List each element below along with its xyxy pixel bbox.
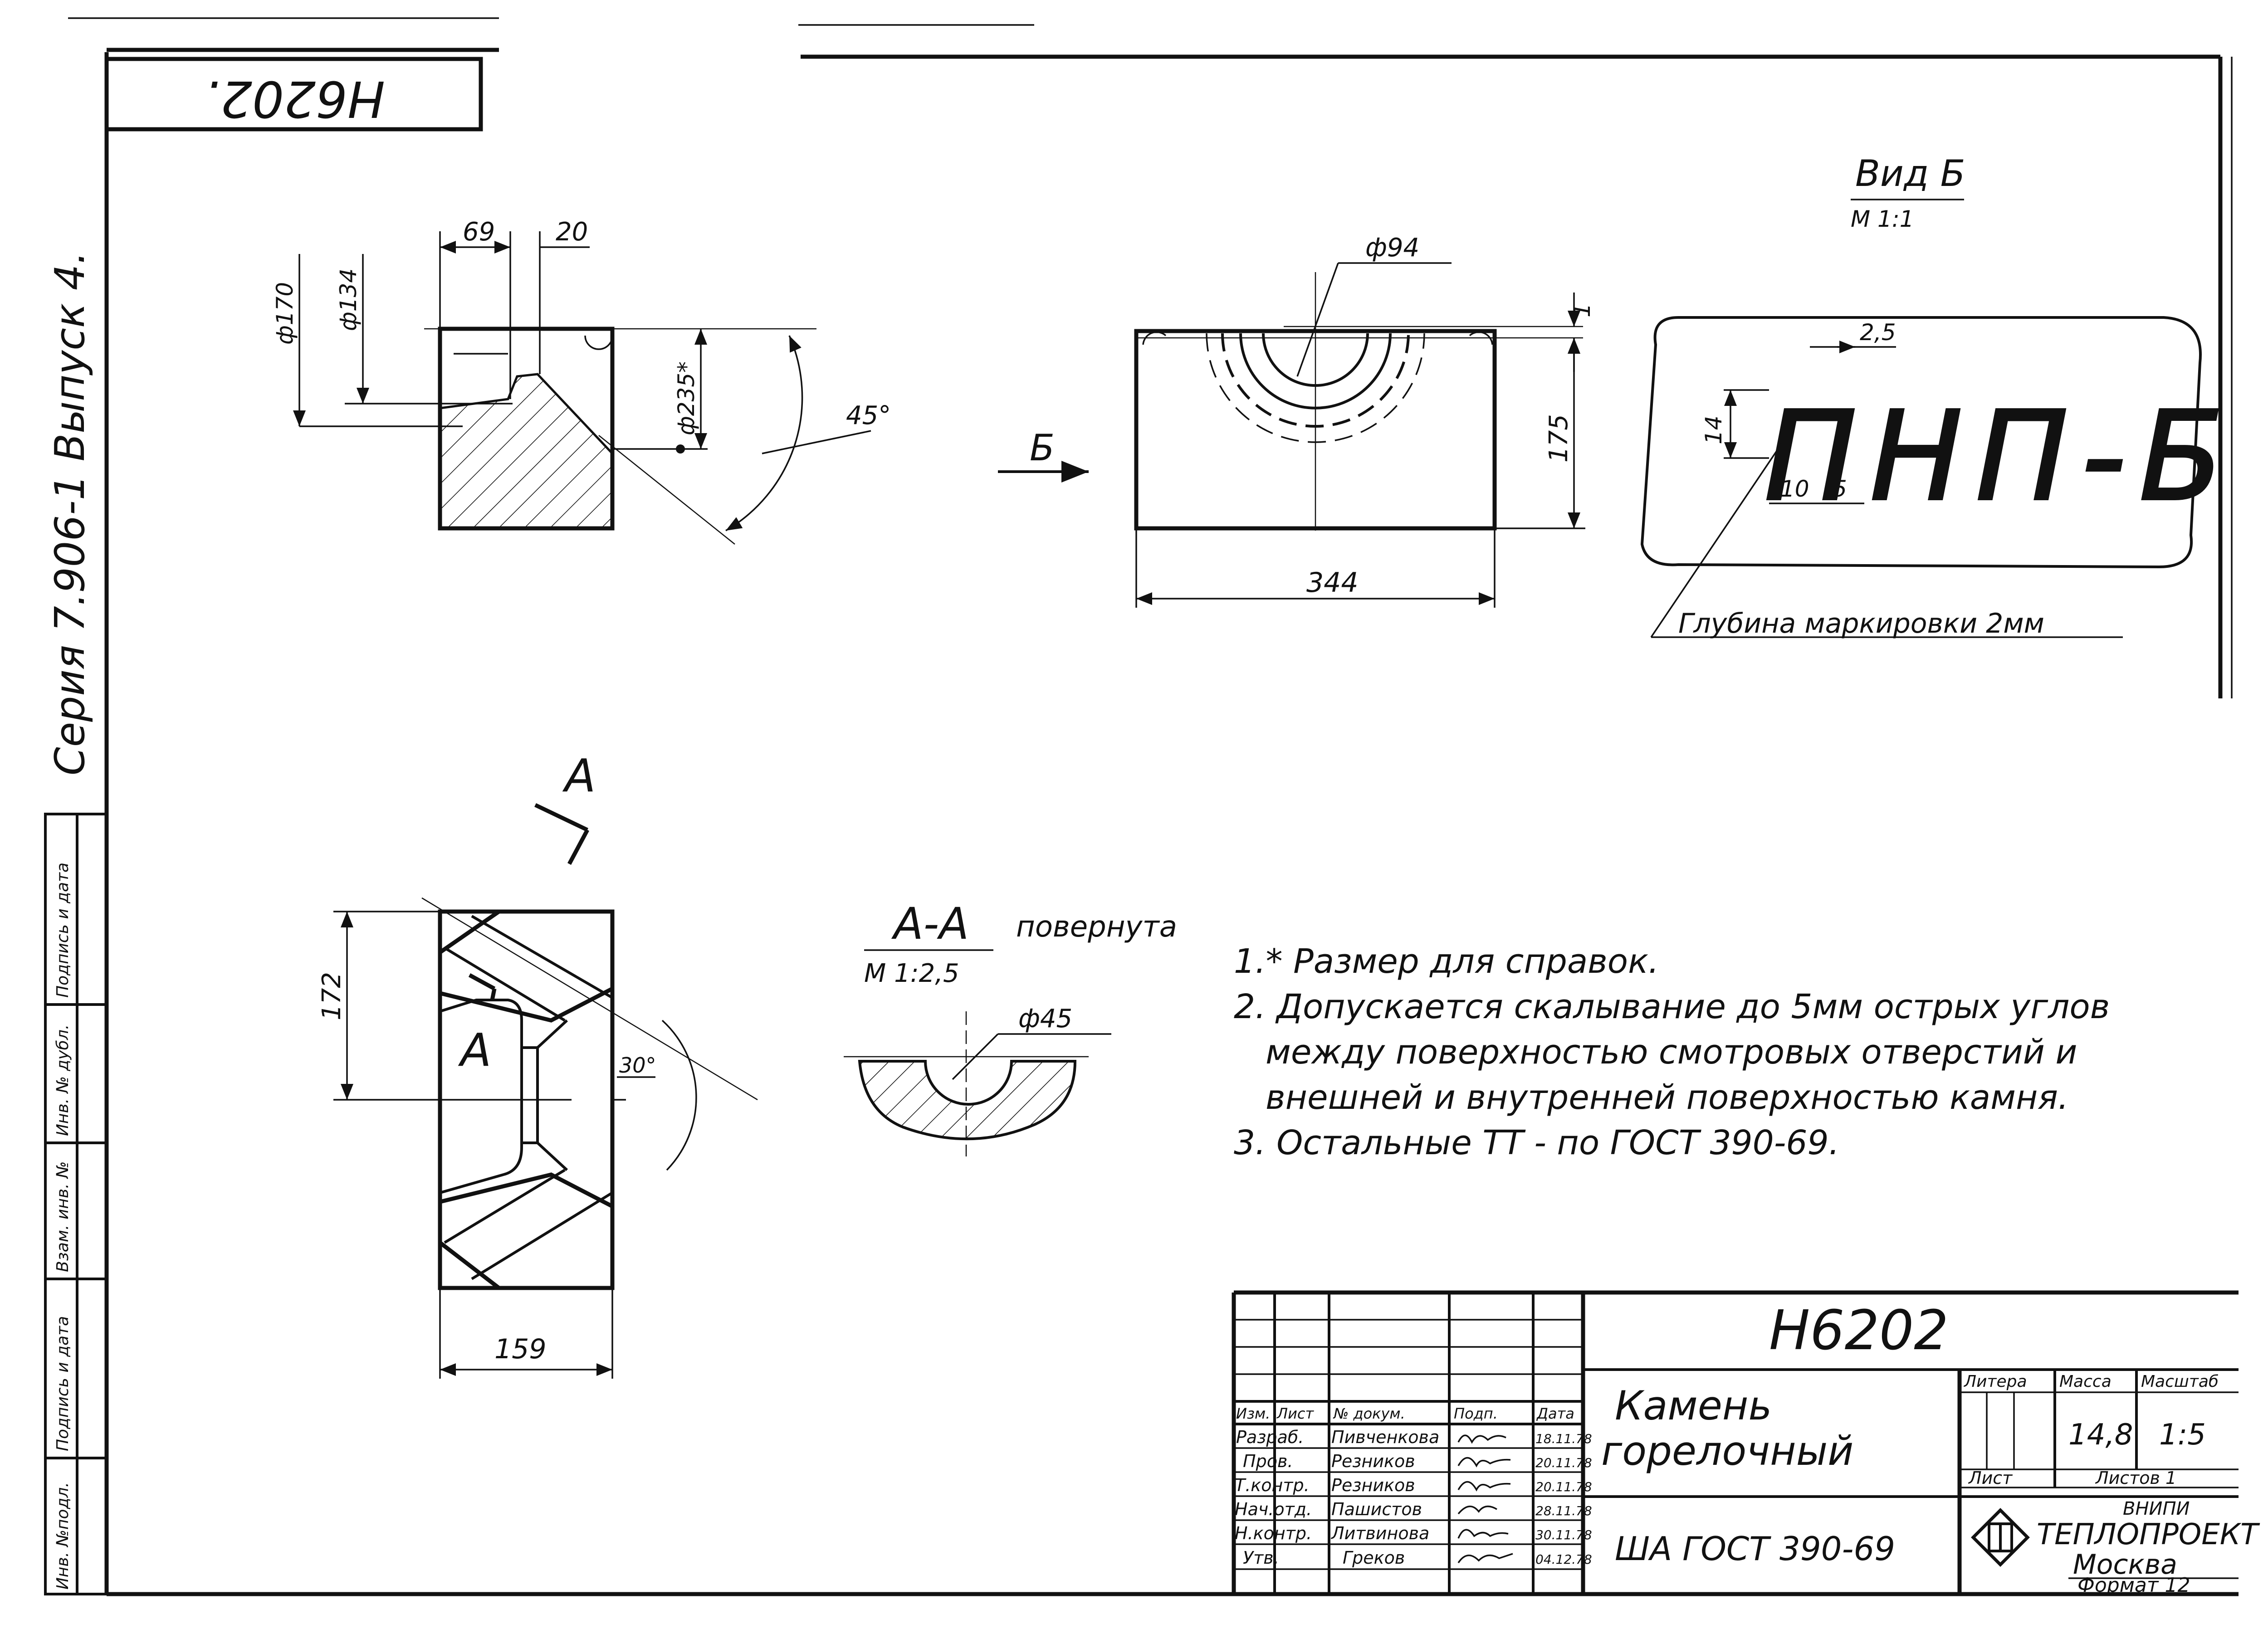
side-col-3: Взам. инв. №	[54, 1161, 72, 1272]
tb-row5-name: Литвинова	[1330, 1523, 1429, 1543]
section-aa-title: А-А	[891, 898, 969, 949]
tb-designation: Н6202	[1769, 1299, 1949, 1362]
tb-mass: 14,8	[2068, 1418, 2133, 1452]
org-logo-icon	[1971, 1508, 2030, 1567]
tb-scale-label: Масштаб	[2141, 1372, 2219, 1391]
tb-row1-name: Пивченкова	[1331, 1427, 1439, 1447]
section-marker-label: А	[562, 749, 596, 802]
tb-row3-date: 20.11.78	[1535, 1479, 1592, 1494]
side-col-4: Инв. № дубл.	[54, 1024, 72, 1136]
tb-format: Формат 12	[2077, 1574, 2190, 1597]
stamp-designation: Н6202.	[205, 70, 385, 128]
note-2-line3: внешней и внутренней поверхностью камня.	[1266, 1078, 2068, 1117]
side-col-2: Подпись и дата	[54, 1316, 72, 1451]
tb-row5-date: 30.11.78	[1535, 1527, 1592, 1542]
tb-city: Москва	[2073, 1549, 2177, 1580]
dim-5: 5	[1833, 476, 1847, 502]
dim-170: ф170	[272, 282, 298, 345]
dim-69: 69	[463, 217, 495, 247]
note-2: 2. Допускается скалывание до 5мм острых …	[1234, 987, 2110, 1026]
dim-20: 20	[556, 217, 588, 247]
section-aa: А-А повернута М 1:2,5 ф45	[844, 898, 1177, 1156]
note-1: 1.* Размер для справок.	[1234, 942, 1659, 981]
tb-row4-role: Нач.отд.	[1235, 1499, 1312, 1519]
dim-2-5: 2,5	[1860, 319, 1896, 346]
tb-row1-date: 18.11.78	[1535, 1431, 1592, 1446]
notes: 1.* Размер для справок. 2. Допускается с…	[1234, 942, 2110, 1162]
dim-172: 172	[317, 972, 347, 1020]
main-view: ф94 1 175 344 Б	[998, 233, 1595, 608]
dim-175: 175	[1544, 414, 1574, 463]
dim-14: 14	[1701, 415, 1727, 444]
dim-134: ф134	[335, 268, 362, 331]
tb-row4-name: Пашистов	[1331, 1499, 1422, 1519]
title-block: Н6202 Изм. Лист № докум. Подп. Дата Разр…	[1232, 1290, 2260, 1597]
stamp-box: Н6202.	[104, 57, 483, 132]
view-b-title: Вид Б	[1855, 152, 1965, 195]
tb-scale: 1:5	[2159, 1418, 2206, 1452]
marking-text: ПНП-Б	[1765, 385, 2237, 528]
tb-hdr-doc: № докум.	[1333, 1405, 1405, 1422]
dim-10: 10	[1780, 476, 1809, 502]
tb-name-line2: горелочный	[1601, 1428, 1853, 1474]
tb-standard: ША ГОСТ 390-69	[1615, 1530, 1895, 1568]
side-col-5: Подпись и дата	[54, 863, 72, 998]
tb-row6-role: Утв.	[1243, 1548, 1279, 1568]
tb-sheets-label: Листов 1	[2095, 1468, 2176, 1488]
tb-org: ТЕПЛОПРОЕКТ	[2037, 1518, 2260, 1551]
series-label: Серия 7.906-1 Выпуск 4.	[46, 251, 94, 776]
tb-row6-name: Греков	[1343, 1548, 1405, 1568]
marking-depth-note: Глубина маркировки 2мм	[1678, 608, 2044, 639]
arrow-b-label: Б	[1030, 427, 1055, 469]
tb-org-small: ВНИПИ	[2123, 1498, 2190, 1519]
section-aa-scale: М 1:2,5	[864, 959, 959, 988]
tb-hdr-date: Дата	[1536, 1405, 1574, 1422]
bottom-view: А 172 30° 159	[317, 897, 758, 1379]
tb-row1-role: Разраб.	[1236, 1427, 1304, 1447]
tb-row2-name: Резников	[1331, 1451, 1415, 1471]
tb-hdr-izm: Изм.	[1236, 1405, 1270, 1422]
tb-row5-role: Н.контр.	[1235, 1523, 1312, 1543]
note-3: 3. Остальные ТТ - по ГОСТ 390-69.	[1234, 1123, 1839, 1162]
tb-litera-label: Литера	[1963, 1372, 2027, 1391]
tb-row2-date: 20.11.78	[1535, 1455, 1592, 1470]
view-b: Вид Б М 1:1 ПНП-Б 14 2,5 10 5 Глубина ма…	[1640, 152, 2237, 639]
tb-hdr-list: Лист	[1276, 1405, 1314, 1422]
side-stamp-table: Подпись и дата Инв. № дубл. Взам. инв. №…	[44, 813, 108, 1595]
tb-row3-role: Т.контр.	[1235, 1475, 1310, 1495]
section-marker: А	[534, 749, 596, 865]
view-b-scale: М 1:1	[1851, 206, 1914, 232]
dim-159: 159	[494, 1333, 547, 1365]
section-aa-note: повернута	[1016, 910, 1177, 944]
dim-45: ф45	[1018, 1004, 1072, 1034]
view-section-marker: А	[458, 1024, 491, 1077]
dim-344: 344	[1306, 567, 1359, 599]
dim-94: ф94	[1365, 233, 1419, 263]
note-2-line2: между поверхностью смотровых отверстий и	[1266, 1033, 2077, 1072]
tb-name-line1: Камень	[1615, 1382, 1772, 1429]
tb-hdr-sign: Подп.	[1454, 1405, 1498, 1422]
tb-row3-name: Резников	[1331, 1475, 1415, 1495]
tb-row4-date: 28.11.78	[1535, 1503, 1592, 1518]
tb-row2-role: Пров.	[1243, 1451, 1293, 1471]
dim-45deg: 45°	[846, 401, 891, 430]
tb-sheet-label: Лист	[1968, 1468, 2013, 1488]
tb-row6-date: 04.12.78	[1535, 1552, 1592, 1567]
tb-mass-label: Масса	[2059, 1372, 2112, 1391]
side-col-1: Инв. №подл.	[54, 1482, 72, 1590]
dim-30deg: 30°	[619, 1053, 656, 1078]
dim-1: 1	[1569, 303, 1595, 317]
dim-235: ф235*	[673, 361, 699, 435]
front-section-view: 69 20 ф170 ф134 ф235* 45°	[272, 217, 891, 545]
